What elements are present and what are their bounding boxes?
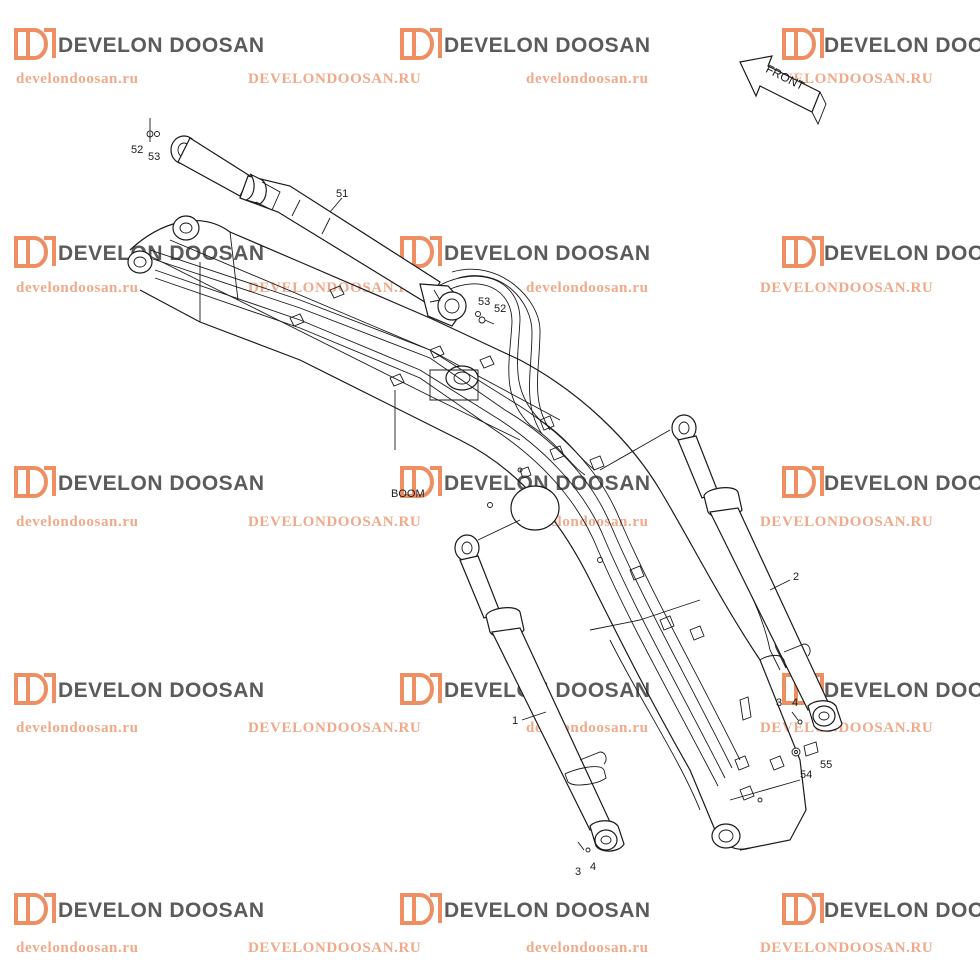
watermark-logo	[782, 893, 824, 925]
part-labels: 51 52 53 53 52 BOOM 1 2 3 4 3 4 54 55	[131, 144, 832, 878]
watermark-url: develondoosan.ru	[526, 280, 649, 296]
watermark-brand: DEVELON DOOSAN	[824, 242, 980, 265]
part-label-4: 4	[792, 697, 798, 709]
watermark-url: DEVELONDOOSAN.RU	[248, 71, 421, 87]
watermark-url: DEVELONDOOSAN.RU	[248, 514, 421, 530]
watermark-url: DEVELONDOOSAN.RU	[760, 720, 933, 736]
leader-lines	[149, 132, 791, 721]
arm-cylinder-51	[146, 118, 495, 327]
watermark-url: develondoosan.ru	[16, 71, 139, 87]
boom-cylinder-2	[671, 414, 843, 757]
watermark-logo	[14, 893, 56, 925]
watermark-logo	[14, 28, 56, 60]
boom-cylinder-1	[454, 534, 625, 853]
watermark-url: DEVELONDOOSAN.RU	[760, 280, 933, 296]
watermark-url: develondoosan.ru	[16, 280, 139, 296]
watermark-brand: DEVELON DOOSAN	[824, 679, 980, 702]
part-label-55: 55	[820, 759, 832, 771]
watermark-logo	[14, 236, 56, 268]
watermark-logo	[14, 466, 56, 498]
watermark-url: develondoosan.ru	[16, 514, 139, 530]
watermark-brand: DEVELON DOOSAN	[444, 242, 651, 265]
watermark-brand: DEVELON DOOSAN	[824, 472, 980, 495]
watermark-url: develondoosan.ru	[526, 940, 649, 956]
watermark-logo	[782, 236, 824, 268]
part-label-53: 53	[148, 151, 160, 163]
watermark-brand: DEVELON DOOSAN	[58, 472, 265, 495]
watermark-url: develondoosan.ru	[16, 940, 139, 956]
boom-label: BOOM	[391, 488, 425, 500]
watermark-layer: DEVELON DOOSAN DEVELON DOOSAN DEVELON DO…	[14, 28, 980, 956]
watermark-url: DEVELONDOOSAN.RU	[760, 940, 933, 956]
hydraulic-pipes	[149, 249, 787, 787]
watermark-logo	[400, 673, 442, 705]
watermark-url: develondoosan.ru	[16, 720, 139, 736]
boom-structure	[127, 215, 807, 851]
part-label-52: 52	[131, 144, 143, 156]
part-label-1: 1	[512, 715, 518, 727]
watermark-brand: DEVELON DOOSAN	[444, 34, 651, 57]
part-label-52: 52	[494, 303, 506, 315]
part-label-2: 2	[793, 571, 799, 583]
watermark-brand: DEVELON DOOSAN	[58, 899, 265, 922]
part-label-3: 3	[776, 697, 782, 709]
watermark-logo	[782, 28, 824, 60]
watermark-url: DEVELONDOOSAN.RU	[248, 720, 421, 736]
watermark-logo	[14, 673, 56, 705]
watermark-logo	[400, 466, 442, 498]
watermark-logo	[400, 893, 442, 925]
front-direction-arrow: FRONT	[739, 55, 827, 126]
watermark-brand: DEVELON DOOSAN	[824, 899, 980, 922]
watermark-logo	[400, 236, 442, 268]
part-label-54: 54	[800, 769, 812, 781]
watermark-brand: DEVELON DOOSAN	[444, 472, 651, 495]
part-label-4: 4	[590, 861, 596, 873]
watermark-brand: DEVELON DOOSAN	[824, 34, 980, 57]
watermark-logo	[782, 466, 824, 498]
part-label-51: 51	[336, 188, 348, 200]
watermark-brand: DEVELON DOOSAN	[58, 679, 265, 702]
part-label-3: 3	[575, 866, 581, 878]
watermark-brand: DEVELON DOOSAN	[444, 899, 651, 922]
watermark-url: DEVELONDOOSAN.RU	[760, 514, 933, 530]
watermark-url: DEVELONDOOSAN.RU	[248, 940, 421, 956]
watermark-logo	[400, 28, 442, 60]
part-label-53: 53	[478, 296, 490, 308]
watermark-brand: DEVELON DOOSAN	[58, 34, 265, 57]
watermark-url: develondoosan.ru	[526, 71, 649, 87]
